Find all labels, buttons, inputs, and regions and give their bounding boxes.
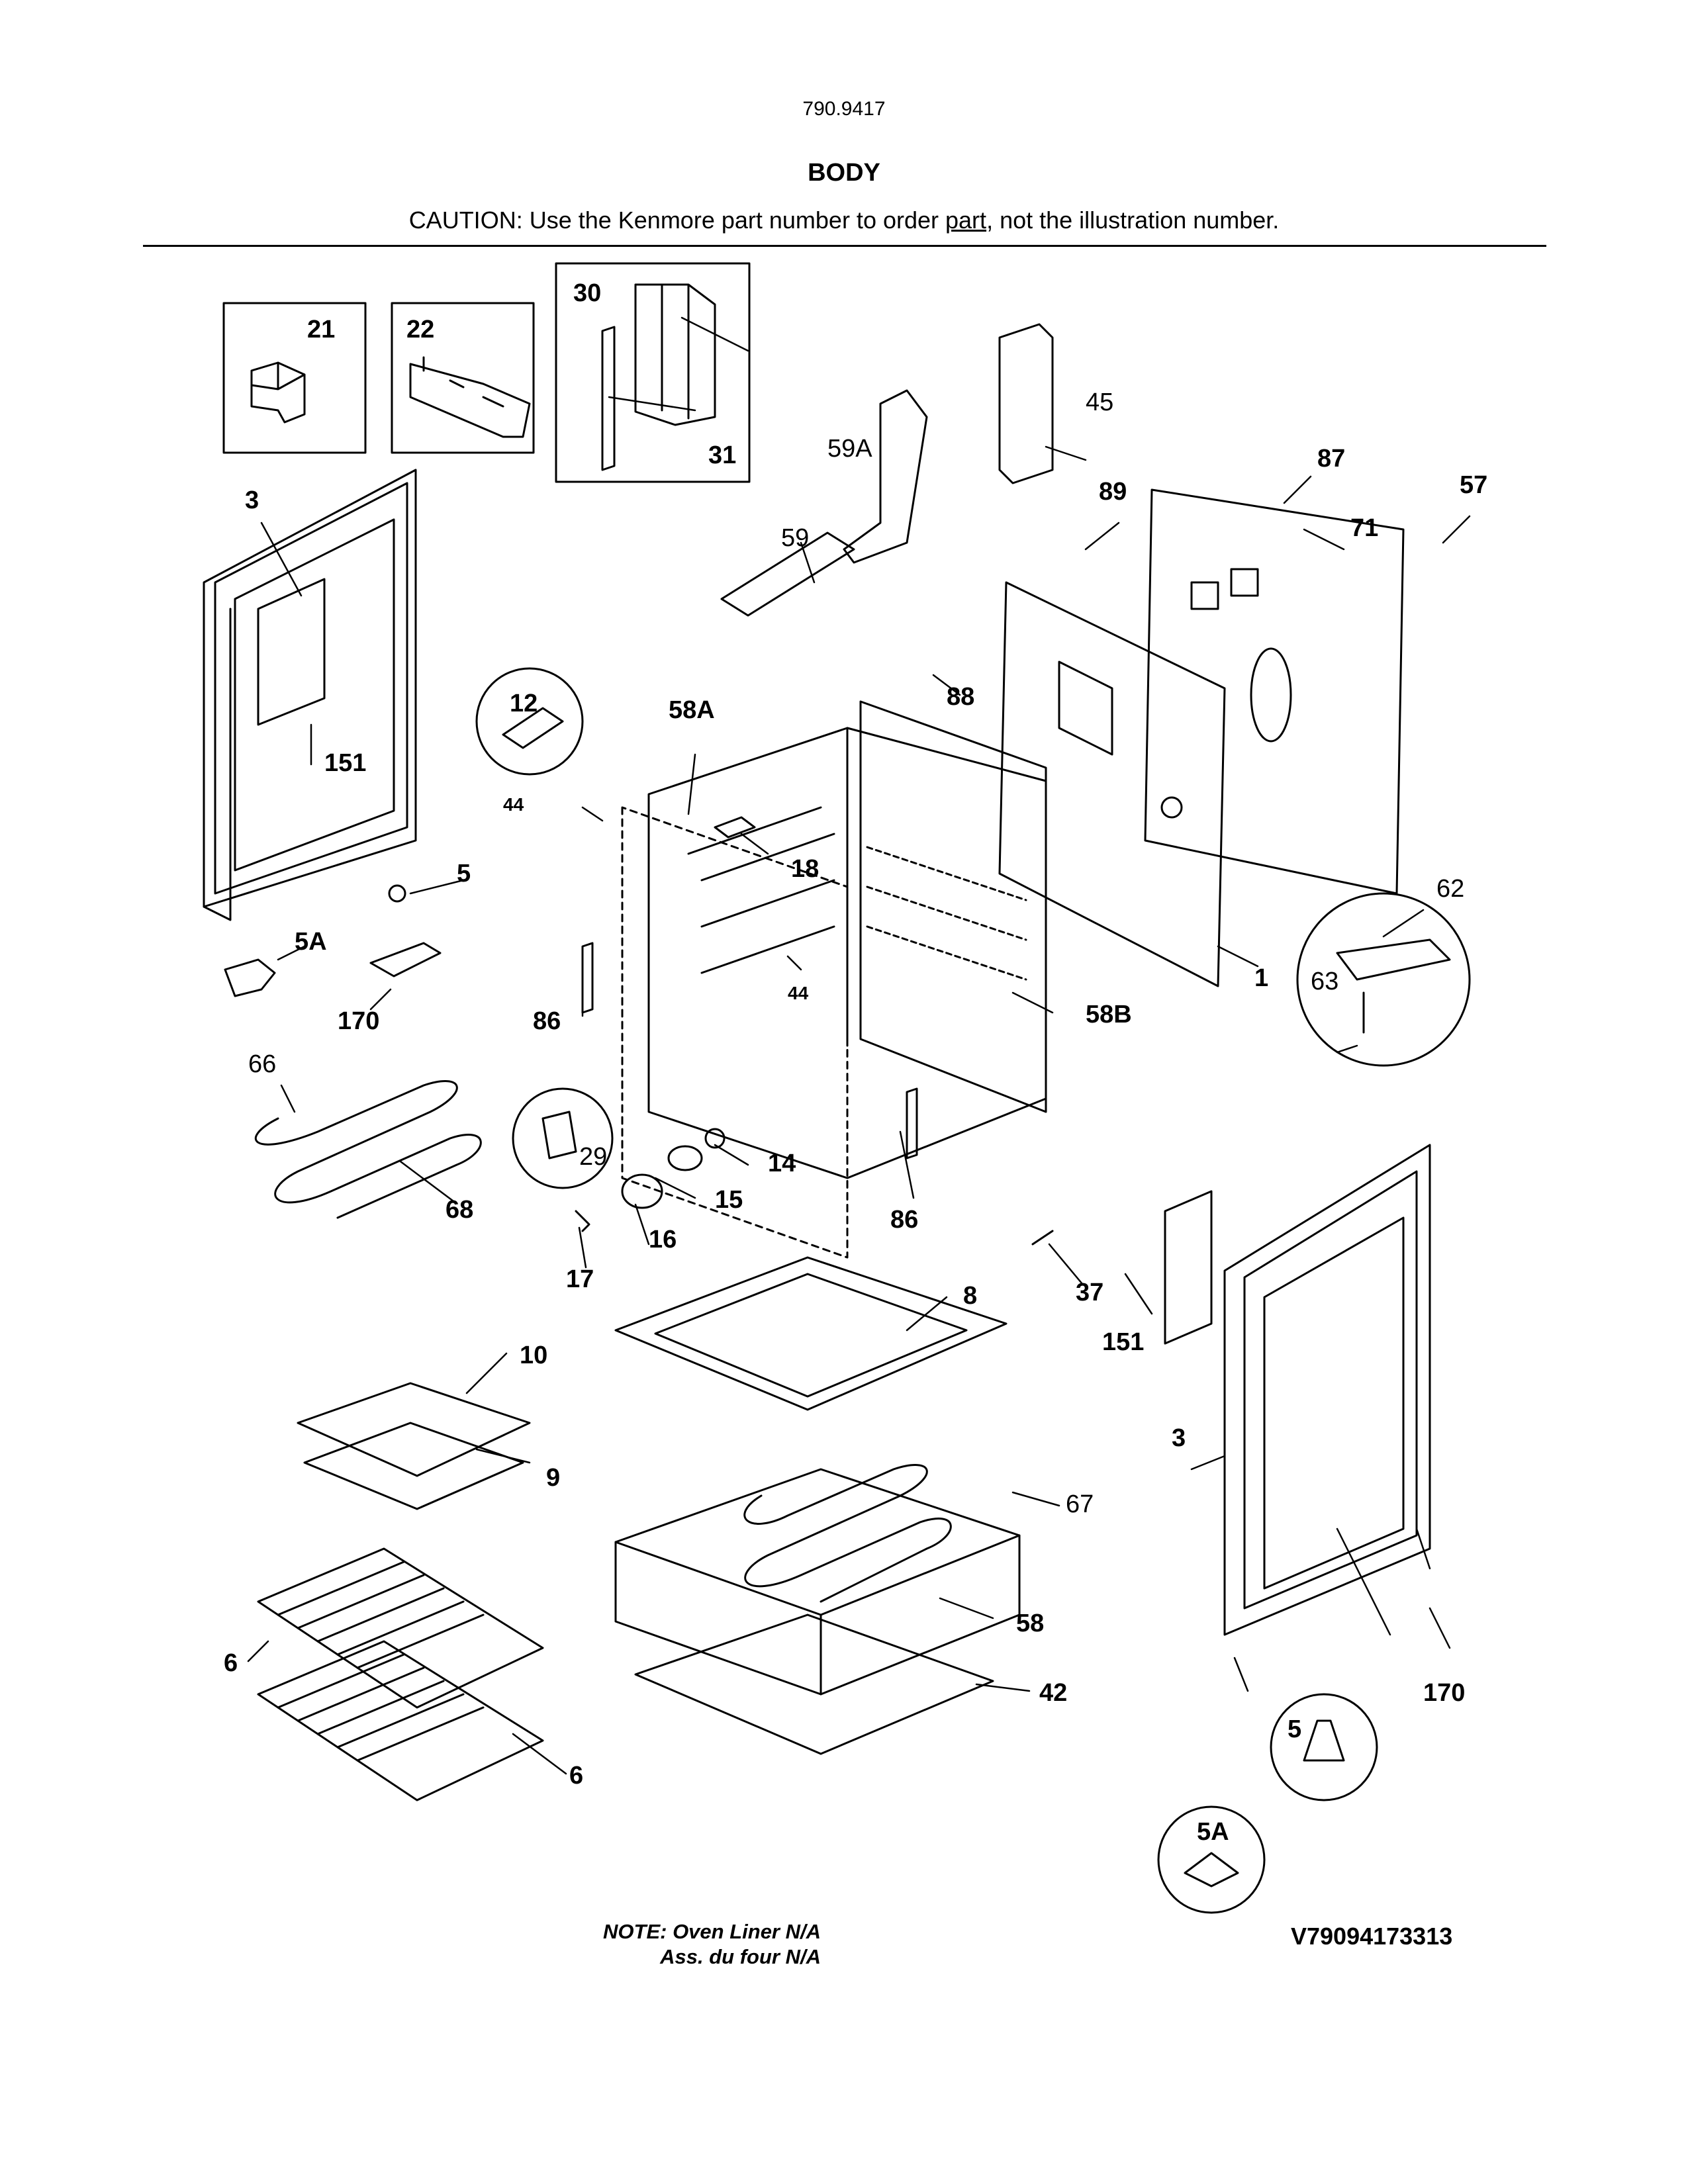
inset-circle-5a bbox=[1157, 1805, 1266, 1914]
callout-67: 67 bbox=[1066, 1490, 1094, 1518]
oven-bottom-8 bbox=[614, 1256, 1008, 1411]
callout-86-right: 86 bbox=[890, 1206, 918, 1234]
caution-suffix: , not the illustration number. bbox=[986, 206, 1280, 234]
callout-62: 62 bbox=[1436, 875, 1464, 903]
inset-box-22 bbox=[391, 302, 535, 454]
callout-22: 22 bbox=[406, 316, 434, 343]
callout-68: 68 bbox=[445, 1196, 473, 1224]
bottom-insulation bbox=[614, 1468, 1021, 1696]
inset-circle-62 bbox=[1296, 892, 1471, 1067]
note-line-1: NOTE: Oven Liner N/A bbox=[603, 1920, 821, 1943]
callout-170-left: 170 bbox=[338, 1007, 379, 1035]
broil-element bbox=[254, 1080, 482, 1219]
callout-14: 14 bbox=[768, 1150, 796, 1177]
callout-21: 21 bbox=[307, 316, 335, 343]
callout-44-lower: 44 bbox=[788, 983, 809, 1003]
note-line-2: Ass. du four N/A bbox=[660, 1945, 821, 1968]
hinge-assembly-left bbox=[224, 884, 442, 997]
inset-circle-5 bbox=[1270, 1693, 1378, 1801]
oven-bottom-panel bbox=[634, 1614, 994, 1755]
callout-9: 9 bbox=[546, 1464, 560, 1492]
callout-29: 29 bbox=[579, 1143, 607, 1171]
callout-58b: 58B bbox=[1086, 1001, 1132, 1028]
callout-18: 18 bbox=[791, 855, 819, 883]
callout-59a: 59A bbox=[827, 435, 872, 463]
callout-10: 10 bbox=[520, 1342, 547, 1369]
vent-ducts bbox=[720, 323, 1054, 617]
callout-3-right: 3 bbox=[1172, 1424, 1186, 1452]
callout-6-lower: 6 bbox=[569, 1762, 583, 1790]
bake-element bbox=[743, 1464, 952, 1603]
model-number: 790.9417 bbox=[802, 98, 886, 120]
callout-89: 89 bbox=[1099, 478, 1127, 506]
callout-30: 30 bbox=[573, 279, 601, 307]
callout-44-upper: 44 bbox=[503, 794, 524, 815]
oven-rack-upper bbox=[257, 1547, 544, 1709]
callout-87: 87 bbox=[1317, 445, 1345, 473]
callout-57: 57 bbox=[1460, 471, 1487, 499]
callout-66: 66 bbox=[248, 1050, 276, 1078]
broiler-pan bbox=[297, 1382, 531, 1510]
oven-cavity bbox=[647, 700, 1047, 1179]
callout-58: 58 bbox=[1016, 1610, 1044, 1637]
callout-170-right: 170 bbox=[1423, 1679, 1465, 1707]
inset-circle-12 bbox=[475, 667, 584, 776]
inset-box-30-31 bbox=[555, 262, 751, 483]
callout-6-upper: 6 bbox=[224, 1649, 238, 1677]
callout-88: 88 bbox=[947, 683, 974, 711]
callout-16: 16 bbox=[649, 1226, 677, 1253]
callout-63: 63 bbox=[1311, 968, 1338, 995]
section-title: BODY bbox=[808, 159, 880, 187]
callout-37: 37 bbox=[1076, 1279, 1103, 1306]
callout-151-left: 151 bbox=[324, 749, 366, 777]
inset-box-21 bbox=[222, 302, 367, 454]
leader-lines bbox=[247, 316, 1471, 1775]
callout-8: 8 bbox=[963, 1282, 977, 1310]
caution-underlined-word: part bbox=[945, 206, 987, 234]
callout-5-right: 5 bbox=[1288, 1715, 1301, 1743]
caution-text: CAUTION: Use the Kenmore part number to … bbox=[0, 206, 1688, 234]
callout-31: 31 bbox=[708, 441, 736, 469]
rear-panel-1 bbox=[998, 581, 1226, 987]
right-door bbox=[1164, 1144, 1431, 1636]
left-door bbox=[203, 469, 417, 921]
callout-3-left: 3 bbox=[245, 486, 259, 514]
rear-panel-71 bbox=[1144, 488, 1405, 895]
callout-1: 1 bbox=[1254, 964, 1268, 992]
callout-45: 45 bbox=[1086, 388, 1113, 416]
oven-lamp-parts bbox=[575, 816, 1054, 1246]
inset-circle-29 bbox=[512, 1087, 614, 1189]
callout-151-right: 151 bbox=[1102, 1328, 1144, 1356]
callout-5a-left: 5A bbox=[295, 928, 327, 956]
callout-59: 59 bbox=[781, 524, 809, 552]
callout-15: 15 bbox=[715, 1186, 743, 1214]
oven-rack-lower bbox=[257, 1640, 544, 1801]
caution-prefix: CAUTION: Use the Kenmore part number to … bbox=[408, 206, 946, 234]
footer-note: NOTE: Oven Liner N/A Ass. du four N/A bbox=[556, 1919, 821, 1970]
front-frame-outline bbox=[621, 806, 849, 1259]
callout-12: 12 bbox=[510, 690, 538, 717]
drawing-code: V79094173313 bbox=[1291, 1923, 1453, 1950]
callout-71: 71 bbox=[1350, 514, 1378, 542]
header-rule bbox=[143, 245, 1546, 247]
callout-86-left: 86 bbox=[533, 1007, 561, 1035]
callout-58a: 58A bbox=[669, 696, 715, 724]
callout-5-left: 5 bbox=[457, 860, 471, 887]
callout-42: 42 bbox=[1039, 1679, 1067, 1707]
callout-17: 17 bbox=[566, 1265, 594, 1293]
callout-5a-right: 5A bbox=[1197, 1818, 1229, 1846]
